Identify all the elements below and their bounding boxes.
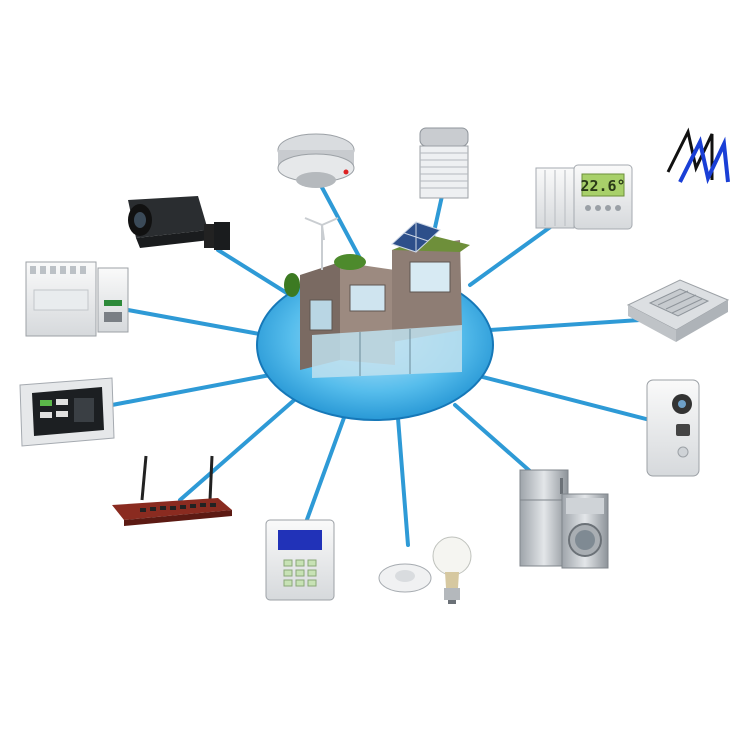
link-lighting <box>396 416 410 547</box>
link-din-modules <box>126 308 267 337</box>
mm-logo-icon <box>666 127 730 185</box>
touch-panel-icon <box>19 377 115 447</box>
light-bulb-icon <box>378 536 472 604</box>
fridge-washer-icon <box>519 469 609 569</box>
connection-lines <box>110 178 652 547</box>
link-security-camera <box>216 248 292 297</box>
smoke-detector-icon <box>277 133 355 188</box>
din-rail-module-icon <box>25 261 129 337</box>
link-thermostat <box>468 218 562 287</box>
link-smoke-detector <box>316 178 364 264</box>
intercom-icon <box>646 379 700 477</box>
smart-home-house <box>256 217 494 421</box>
alarm-keypad-icon <box>265 519 335 601</box>
cctv-camera-icon <box>128 196 230 250</box>
thermostat-display: 22.6° <box>580 177 625 195</box>
ceiling-ac-icon <box>626 279 730 342</box>
link-air-conditioner <box>488 318 642 332</box>
link-door-intercom <box>473 373 652 422</box>
link-appliances <box>453 403 542 482</box>
thermostat-icon: 22.6° <box>535 164 633 230</box>
wifi-router-icon <box>112 455 232 526</box>
link-router <box>178 393 302 502</box>
link-touch-panel <box>110 373 272 407</box>
link-alarm-panel <box>303 413 347 527</box>
roller-shutter-icon <box>419 127 469 199</box>
